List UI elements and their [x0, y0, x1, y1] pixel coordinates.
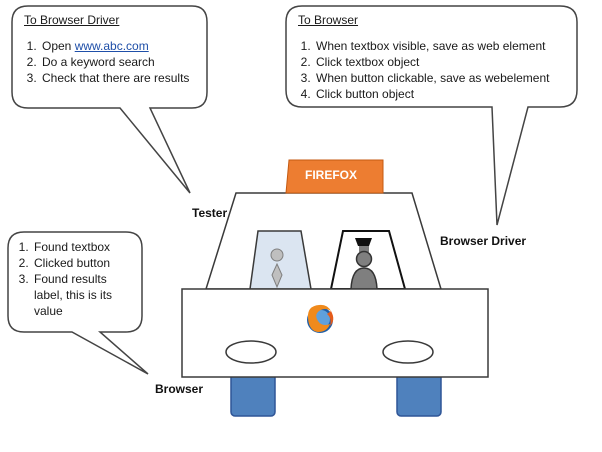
tester-step: Do a keyword search [40, 54, 189, 70]
browser-step: Found results [32, 271, 112, 287]
right-headlight [382, 340, 434, 364]
browser-driver-label: Browser Driver [440, 234, 527, 248]
car-body [181, 288, 489, 378]
tester-speech-bubble [11, 5, 208, 194]
tester-figure [270, 248, 284, 289]
browser-step-continuation: value [34, 304, 63, 318]
driver-figure [350, 238, 378, 290]
tester-bubble-content: To Browser Driver Open www.abc.com Do a … [24, 12, 189, 86]
driver-step: When textbox visible, save as web elemen… [314, 38, 549, 54]
tester-step-list: Open www.abc.com Do a keyword search Che… [24, 38, 189, 86]
driver-step: Click textbox object [314, 54, 549, 70]
tester-step-text: Open [42, 39, 75, 53]
driver-bubble-title: To Browser [298, 13, 359, 27]
left-wheel [230, 371, 276, 417]
firefox-sign-box [285, 159, 384, 194]
driver-step-list: When textbox visible, save as web elemen… [298, 38, 549, 102]
browser-step-list: Found textbox Clicked button Found resul… [16, 239, 112, 287]
car-cabin [204, 192, 443, 290]
left-headlight [225, 340, 277, 364]
tester-bubble-title: To Browser Driver [24, 13, 120, 27]
browser-step: Clicked button [32, 255, 112, 271]
abc-link[interactable]: www.abc.com [74, 39, 149, 53]
browser-bubble-content: Found textbox Clicked button Found resul… [16, 239, 112, 319]
driver-step: When button clickable, save as webelemen… [314, 70, 549, 86]
firefox-sign-label: FIREFOX [305, 168, 358, 182]
browser-step: Found textbox [32, 239, 112, 255]
tester-label: Tester [192, 206, 228, 220]
driver-bubble-content: To Browser When textbox visible, save as… [298, 12, 549, 102]
tester-step: Open www.abc.com [40, 38, 189, 54]
firefox-logo-icon [307, 304, 334, 333]
browser-step-continuation: label, this is its [34, 288, 113, 302]
browser-speech-bubble [7, 231, 149, 375]
driver-speech-bubble [285, 5, 578, 226]
tester-step: Check that there are results [40, 70, 189, 86]
browser-label: Browser [155, 382, 204, 396]
driver-step: Click button object [314, 86, 549, 102]
right-wheel [396, 371, 442, 417]
